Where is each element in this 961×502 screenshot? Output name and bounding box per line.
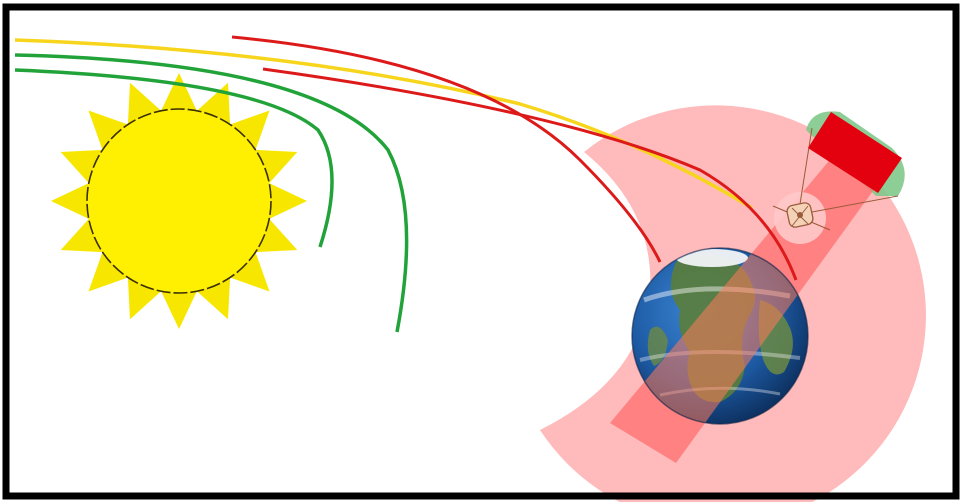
green-curve bbox=[14, 68, 334, 248]
red-curve bbox=[262, 67, 798, 281]
sun-icon bbox=[51, 73, 307, 329]
green-curve bbox=[14, 53, 409, 333]
earth-icon bbox=[631, 247, 809, 425]
frame-border bbox=[2, 3, 960, 500]
satellite-icon bbox=[772, 127, 899, 231]
detector-panel bbox=[808, 112, 902, 193]
red-curve bbox=[231, 35, 662, 263]
yellow-ray bbox=[14, 38, 753, 210]
